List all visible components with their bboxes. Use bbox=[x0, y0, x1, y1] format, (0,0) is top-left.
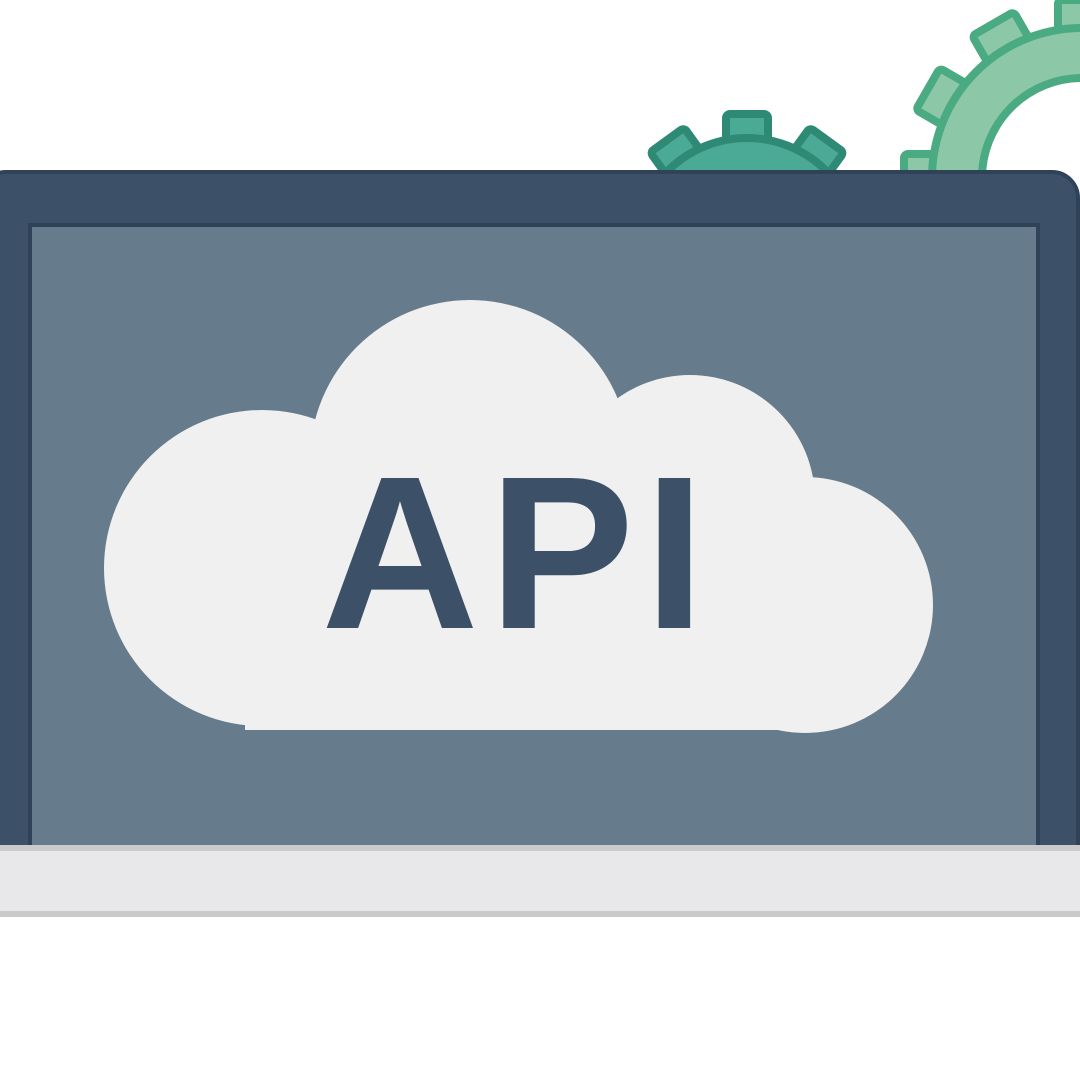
api-label: API bbox=[321, 432, 714, 675]
laptop-base bbox=[0, 845, 1080, 917]
laptop-icon: API bbox=[0, 170, 1080, 917]
cloud-icon bbox=[104, 300, 933, 733]
